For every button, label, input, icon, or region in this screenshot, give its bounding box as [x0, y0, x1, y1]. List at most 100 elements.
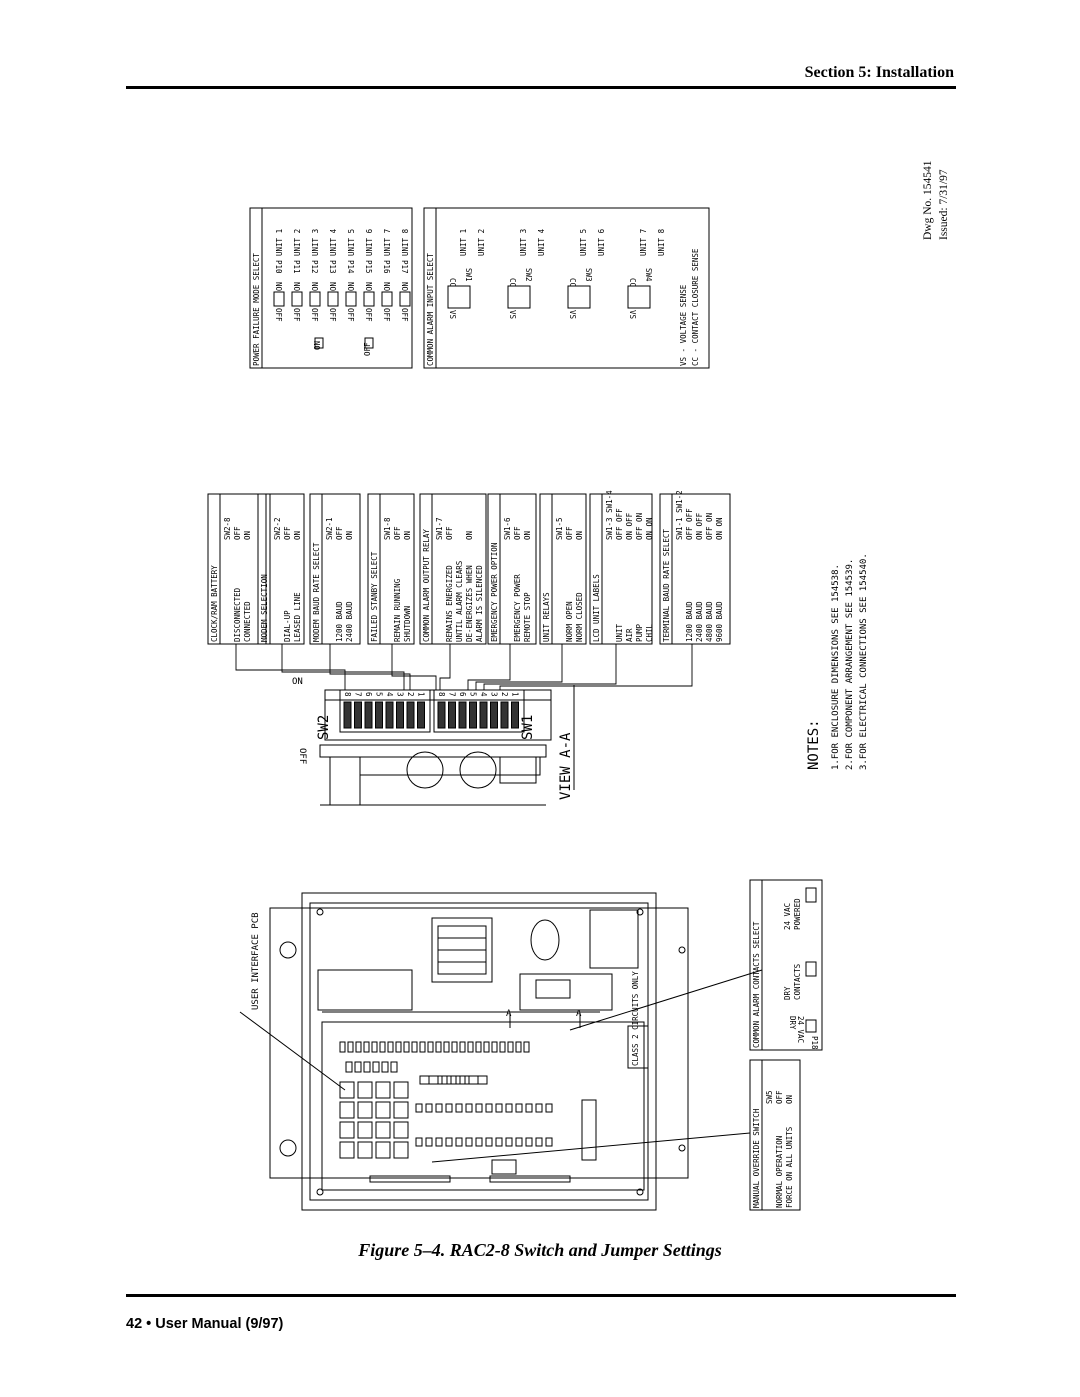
pcb-component	[372, 1061, 380, 1073]
setting-value: SW2-8	[223, 517, 232, 540]
settings-box	[419, 493, 487, 645]
settings-box-title: UNIT RELAYS	[542, 592, 551, 642]
unit-label: UNIT 6	[597, 228, 606, 256]
setting-value: SW1-1 SW1-2	[675, 490, 684, 540]
jumper-off-label: OFF	[363, 342, 372, 356]
pcb-component	[435, 1041, 442, 1053]
settings-box-title: LCD UNIT LABELS	[592, 574, 601, 642]
jumper-label: P17	[400, 260, 409, 274]
pcb-component	[415, 1137, 423, 1147]
unit-label: UNIT 1	[275, 229, 284, 256]
pcb-component	[347, 1041, 354, 1053]
settings-box-title: TERMINAL BAUD RATE SELECT	[662, 529, 671, 642]
setting-value: OFF	[233, 526, 242, 540]
cc-label: CC	[568, 278, 577, 287]
pcb-component	[535, 1137, 543, 1147]
jumper-off-label: OFF	[292, 308, 301, 322]
dip-position-number: 8	[343, 692, 352, 697]
dip-lever	[417, 701, 425, 729]
setting-option: 2400 BAUD	[695, 601, 704, 642]
dip-position-number: 4	[479, 692, 488, 697]
setting-option: CONNECTED	[243, 601, 252, 642]
setting-value: ON OFF	[695, 512, 704, 540]
setting-value: OFF	[513, 526, 522, 540]
settings-box-title: FAILED STANBY SELECT	[370, 551, 379, 642]
connector-line	[235, 644, 346, 690]
pcb-component	[425, 1103, 433, 1113]
switch-label: SW4	[644, 268, 653, 282]
unit-label: UNIT 7	[383, 229, 392, 256]
unit-label: UNIT 3	[311, 229, 320, 256]
pcb-component	[499, 1041, 506, 1053]
setting-option: SHUTDOWN	[403, 606, 412, 642]
relay	[393, 1101, 409, 1119]
setting-value: SW1-6	[503, 517, 512, 540]
unit-label: UNIT 8	[657, 228, 666, 256]
relay	[357, 1121, 373, 1139]
jumper-off-label: OFF	[328, 308, 337, 322]
switch-jumper-diagram: POWER FAILURE MODE SELECT UNIT 1 UNIT 2 UNI…	[207, 207, 869, 1211]
setting-value: OFF	[335, 526, 344, 540]
pcb-component	[345, 1061, 353, 1073]
unit-label: UNIT 2	[477, 229, 486, 256]
pcb-component	[485, 1137, 493, 1147]
jumper-block	[399, 291, 411, 307]
dip-lever	[354, 701, 362, 729]
setting-option: NORM OPEN	[565, 601, 574, 642]
relay	[393, 1081, 409, 1099]
relay	[357, 1081, 373, 1099]
dip-lever	[479, 701, 488, 729]
pcb-component	[415, 1103, 423, 1113]
jumper-block	[363, 291, 375, 307]
pcb-component	[491, 1159, 517, 1175]
setting-value: ON	[345, 531, 354, 540]
cc-label: CC	[508, 278, 517, 287]
connector-line	[483, 644, 617, 690]
jumper-block	[309, 291, 321, 307]
pcb-component	[459, 1041, 466, 1053]
pcb-component	[390, 1061, 398, 1073]
sw2-label: SW2	[316, 715, 332, 740]
jumper-option: 24 VAC	[796, 1016, 805, 1043]
switch-block	[319, 685, 575, 806]
jumper-no-label: NO	[274, 282, 283, 292]
footer-rule	[126, 1294, 956, 1297]
jumper-label: P15	[364, 260, 373, 274]
setting-value: ON ON	[645, 517, 654, 540]
setting-option: 1200 BAUD	[685, 601, 694, 642]
vs-label: VS	[448, 310, 457, 320]
common-alarm-input-title: COMMON ALARM INPUT SELECT	[426, 253, 435, 366]
jumper-label: P10	[274, 260, 283, 274]
view-label: VIEW A-A	[558, 732, 574, 800]
notes: NOTES: 1.FOR ENCLOSURE DIMENSIONS SEE 15…	[806, 553, 869, 770]
pcb-component	[525, 1103, 533, 1113]
pcb-component	[495, 1137, 503, 1147]
pcb-component	[354, 1061, 362, 1073]
connector-line	[467, 644, 511, 690]
settings-box-title: MODEM BAUD RATE SELECT	[312, 542, 321, 642]
dip-lever	[343, 701, 352, 729]
connector-line	[499, 644, 693, 690]
off-label: OFF	[297, 748, 307, 764]
pcb-component	[515, 1137, 523, 1147]
unit-label: UNIT 4	[329, 228, 338, 256]
vs-label: VS	[568, 310, 577, 320]
section-title: Section 5: Installation	[804, 64, 954, 81]
pcb-component	[425, 1137, 433, 1147]
setting-option: PUMP	[635, 623, 644, 642]
settings-box	[539, 493, 587, 645]
dip-position-number: 1	[511, 692, 520, 697]
dip-position-number: 4	[385, 692, 394, 697]
power-failure-title: POWER FAILURE MODE SELECT	[252, 253, 261, 366]
settings-box	[659, 493, 731, 645]
setting-value: OFF	[393, 526, 402, 540]
settings-box	[309, 493, 361, 645]
setting-option: FORCE ON ALL UNITS	[785, 1126, 794, 1208]
dip-lever	[385, 701, 394, 729]
pcb-component	[435, 1103, 443, 1113]
connector-line	[475, 644, 563, 690]
jumper-no-label: NO	[292, 282, 301, 292]
dip-lever	[469, 701, 477, 729]
relay	[393, 1141, 409, 1159]
dip-position-number: 7	[448, 692, 457, 697]
